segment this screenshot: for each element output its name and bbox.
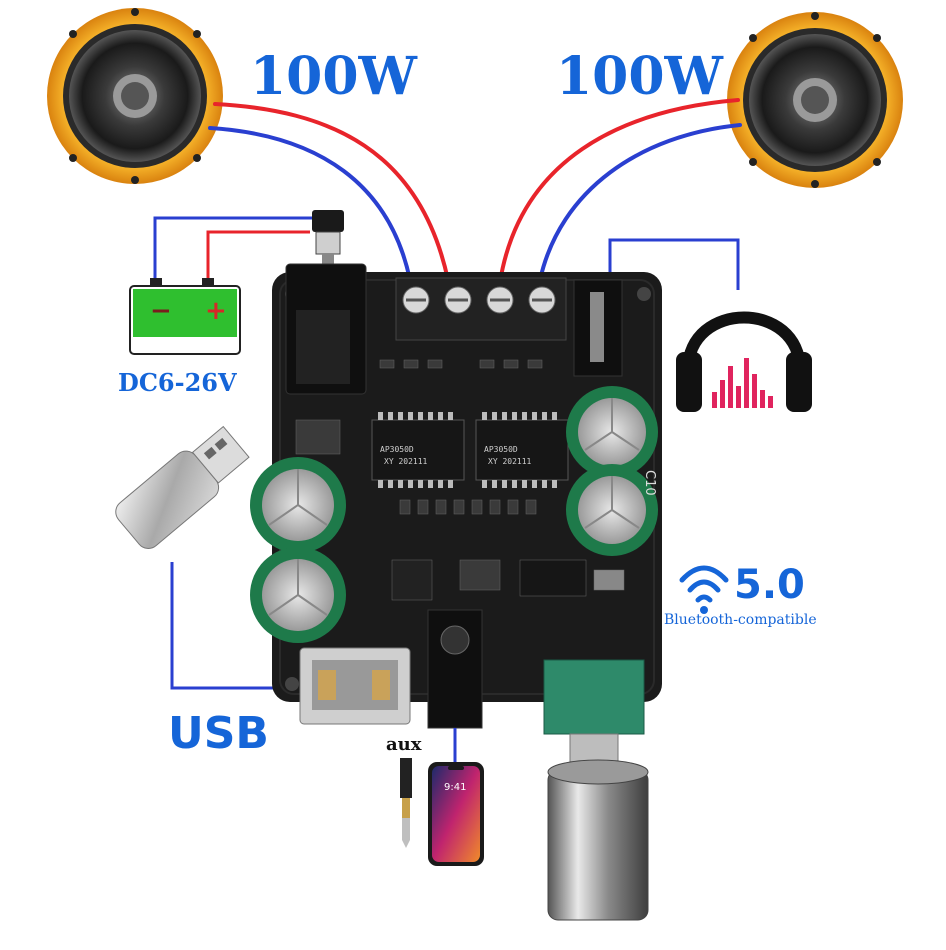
dc-jack bbox=[285, 263, 367, 395]
aux-plug-icon bbox=[400, 758, 412, 848]
smd-components bbox=[295, 359, 625, 601]
usb-port bbox=[299, 647, 411, 725]
headphone-wire bbox=[608, 238, 740, 290]
chip-left-code: XY 202111 bbox=[384, 457, 428, 466]
phone-clock: 9:41 bbox=[444, 782, 466, 793]
chip-right-label: AP3050D bbox=[484, 445, 518, 454]
capacitor-1 bbox=[250, 457, 346, 553]
left-speaker-power-label: 100W bbox=[250, 46, 417, 107]
amp-chip-right: AP3050D XY 202111 bbox=[475, 412, 569, 488]
wifi-icon bbox=[679, 565, 729, 603]
chip-right-code: XY 202111 bbox=[488, 457, 532, 466]
usb-wire bbox=[170, 562, 300, 690]
bluetooth-version-label: 5.0 bbox=[734, 562, 805, 608]
smartphone-icon: 9:41 bbox=[428, 762, 484, 866]
headphones-icon bbox=[676, 311, 812, 412]
bluetooth-caption: Bluetooth-compatible bbox=[664, 612, 817, 628]
speaker-right-icon bbox=[727, 12, 903, 188]
aux-jack bbox=[427, 609, 483, 729]
wifi-dot bbox=[700, 606, 708, 614]
usb-label: USB bbox=[168, 708, 269, 759]
battery-icon bbox=[129, 278, 241, 355]
capacitor-4 bbox=[566, 464, 658, 556]
battery-plus-symbol: + bbox=[205, 296, 227, 326]
aux-label: aux bbox=[386, 734, 422, 755]
speaker-wires bbox=[208, 98, 742, 284]
cap-marking: C10 bbox=[642, 470, 657, 496]
capacitor-2 bbox=[250, 547, 346, 643]
dc-plug-icon bbox=[312, 210, 344, 264]
capacitor-3 bbox=[566, 386, 658, 478]
volume-knob-icon bbox=[543, 659, 649, 921]
usb-drive-icon bbox=[115, 425, 250, 549]
battery-minus-symbol: − bbox=[150, 296, 172, 326]
amp-chip-left: AP3050D XY 202111 bbox=[371, 412, 465, 488]
chip-left-label: AP3050D bbox=[380, 445, 414, 454]
right-speaker-power-label: 100W bbox=[556, 46, 723, 107]
speaker-terminals bbox=[395, 277, 567, 341]
power-input-label: DC6-26V bbox=[118, 368, 237, 397]
headphone-jack bbox=[573, 279, 623, 377]
speaker-left-icon bbox=[47, 8, 223, 184]
